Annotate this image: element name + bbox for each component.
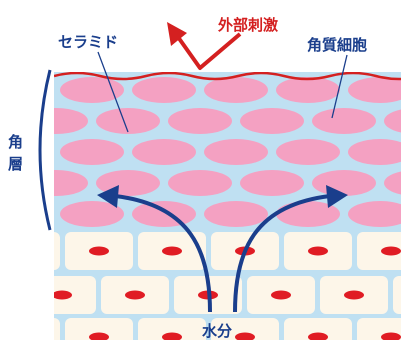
corneocyte-cell bbox=[132, 139, 196, 165]
corneocyte-cell bbox=[348, 139, 401, 165]
cell-nucleus bbox=[381, 246, 401, 256]
skin-layers bbox=[16, 72, 401, 342]
living-cell bbox=[393, 276, 401, 314]
cell-nucleus bbox=[235, 332, 255, 340]
corneocyte-cells bbox=[54, 77, 401, 227]
stratum-corneum-bracket bbox=[38, 69, 52, 231]
corneocyte-cell bbox=[312, 170, 376, 196]
corneocyte-cell bbox=[132, 77, 196, 103]
keratinocyte-pointer-line bbox=[331, 54, 348, 119]
corneocyte-cell bbox=[96, 108, 160, 134]
corneocyte-cell bbox=[60, 77, 124, 103]
corneocyte-cell bbox=[312, 108, 376, 134]
living-cell bbox=[54, 232, 60, 270]
living-cell bbox=[138, 318, 206, 340]
lower-cells bbox=[16, 232, 401, 342]
cell-nucleus bbox=[89, 246, 109, 256]
ceramide-pointer-line bbox=[97, 51, 129, 133]
corneocyte-cell bbox=[60, 201, 124, 227]
corneocyte-cell bbox=[384, 171, 401, 195]
corneocyte-cell bbox=[132, 201, 196, 227]
living-cell bbox=[54, 318, 60, 340]
cell-nucleus bbox=[271, 290, 291, 300]
cell-nucleus bbox=[16, 247, 36, 256]
cell-nucleus bbox=[54, 290, 72, 300]
corneocyte-cell bbox=[240, 108, 304, 134]
water-arrows bbox=[97, 185, 348, 313]
corneocyte-cell bbox=[384, 109, 401, 133]
cell-nucleus bbox=[344, 290, 364, 300]
keratinocyte-label: 角質細胞 bbox=[307, 36, 367, 54]
cell-nucleus bbox=[89, 332, 109, 340]
cell-nucleus bbox=[308, 332, 328, 340]
external-stimulus-arrow bbox=[167, 22, 242, 70]
cell-nucleus bbox=[381, 332, 401, 340]
corneocyte-cell bbox=[204, 77, 268, 103]
corneocyte-cell bbox=[276, 77, 340, 103]
water-label: 水分 bbox=[202, 322, 232, 340]
skin-surface-line bbox=[54, 72, 401, 81]
corneocyte-cell bbox=[60, 139, 124, 165]
corneocyte-cell bbox=[54, 108, 88, 134]
corneocyte-cell bbox=[348, 77, 401, 103]
cell-nucleus bbox=[308, 246, 328, 256]
stratum-corneum-label-char2: 層 bbox=[8, 155, 23, 173]
corneocyte-cell bbox=[276, 139, 340, 165]
cell-nucleus bbox=[16, 333, 36, 342]
corneocyte-cell bbox=[54, 170, 88, 196]
cell-nucleus bbox=[162, 332, 182, 340]
corneocyte-cell bbox=[204, 139, 268, 165]
corneocyte-cell bbox=[204, 201, 268, 227]
ceramide-label: セラミド bbox=[58, 33, 118, 51]
stratum-corneum-label-char1: 角 bbox=[8, 133, 23, 151]
living-cell bbox=[65, 318, 133, 340]
corneocyte-cell bbox=[168, 108, 232, 134]
corneocyte-cell bbox=[168, 170, 232, 196]
living-cell bbox=[54, 276, 96, 314]
cell-nucleus bbox=[162, 246, 182, 256]
cell-nucleus bbox=[125, 290, 145, 300]
living-cell bbox=[357, 232, 401, 270]
external-stimulus-label: 外部刺激 bbox=[217, 16, 279, 34]
corneocyte-cell bbox=[240, 170, 304, 196]
corneocyte-cell bbox=[348, 201, 401, 227]
living-cell bbox=[211, 318, 279, 340]
living-cell bbox=[284, 318, 352, 340]
